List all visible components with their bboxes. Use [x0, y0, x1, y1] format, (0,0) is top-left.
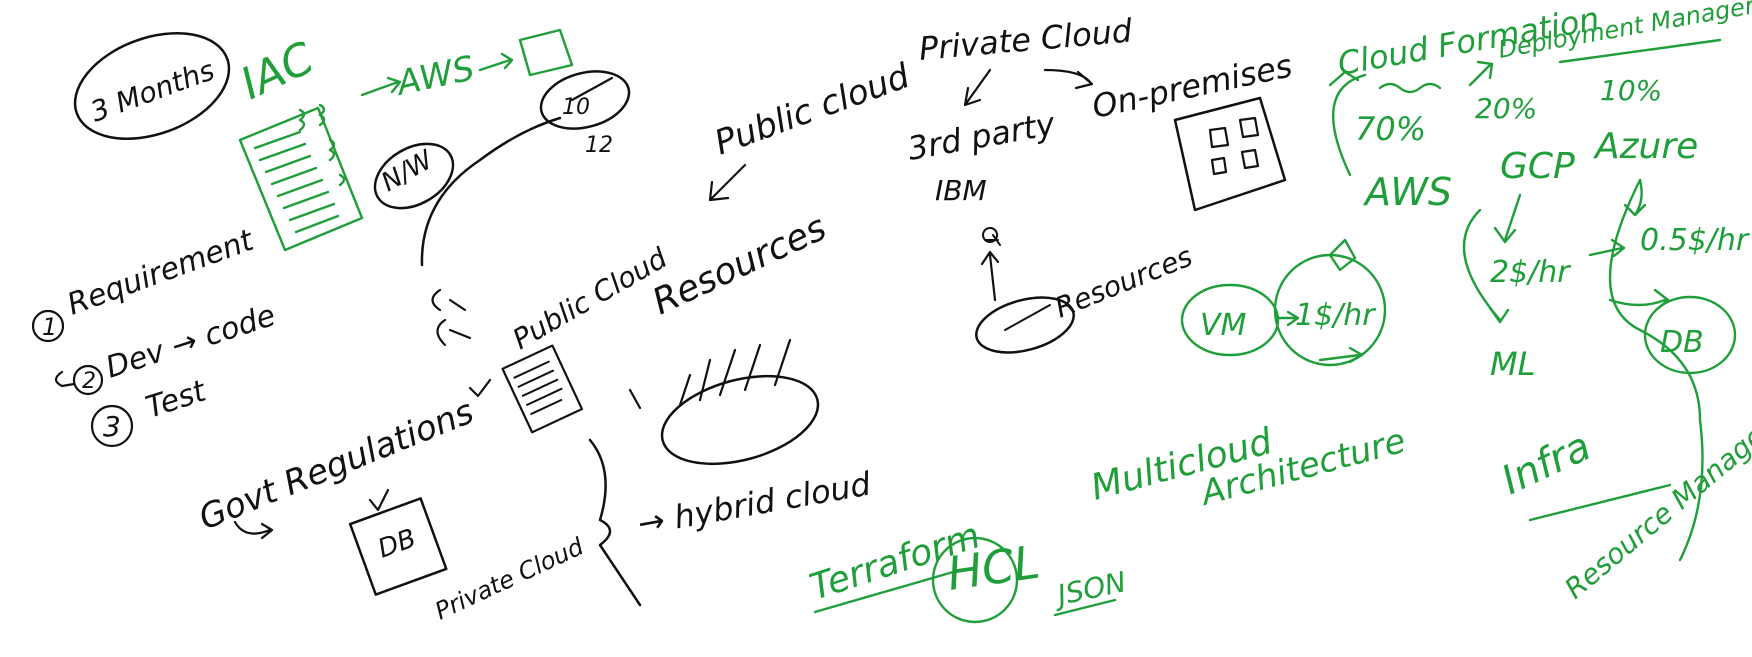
govt-arrow: [233, 520, 274, 540]
pct-10-text: 10%: [1600, 74, 1662, 107]
iac-text: IAC: [233, 32, 322, 110]
price-3-text: 0.5$/hr: [1640, 223, 1750, 258]
infra-text: Infra: [1495, 423, 1598, 504]
price-1-tag: [1328, 238, 1357, 272]
private-cloud-small-text: Private Cloud: [431, 532, 589, 625]
hybrid-cloud-text: → hybrid cloud: [635, 464, 874, 542]
ibm-text: IBM: [935, 174, 987, 207]
aws-left-text: AWS: [392, 48, 478, 104]
regulation-arrows: [431, 288, 472, 347]
third-party-text: 3rd party: [905, 104, 1059, 167]
iac-squiggles: [298, 103, 346, 187]
public-cloud-arrow: [708, 163, 747, 202]
step-1-text: Requirement: [63, 223, 259, 323]
ten-dash: [570, 76, 614, 102]
aws-box: [518, 28, 574, 77]
ml-arrow: [1462, 208, 1510, 324]
step-3-circle: [90, 404, 134, 448]
arc-curve: [420, 116, 562, 267]
hcl-text: HCL: [944, 535, 1043, 601]
person-arrow: [980, 250, 1000, 302]
network-text: N/W: [377, 144, 440, 198]
document-icon: [501, 344, 584, 434]
step-1-number: 1: [42, 313, 57, 341]
azure-text: Azure: [1593, 126, 1698, 167]
brace: [588, 438, 642, 607]
azure-arrow: [1623, 178, 1647, 217]
network-oval: [373, 142, 455, 210]
infra-underline: [1528, 483, 1672, 522]
resources2-text: Resources: [1050, 240, 1197, 325]
json-underline: [1053, 598, 1117, 617]
months-oval: [73, 31, 231, 141]
price-1-arrow-in: [1318, 346, 1364, 364]
db-box: [348, 497, 448, 596]
step-3-text: Test: [142, 373, 212, 425]
db-green-text: DB: [1660, 325, 1704, 360]
hcl-circle: [931, 536, 1019, 624]
ten-oval: [539, 70, 631, 130]
step-3-number: 3: [103, 410, 121, 443]
price-2-text: 2$/hr: [1490, 255, 1571, 290]
cf-arrow: [1328, 70, 1367, 177]
vm-text: VM: [1200, 308, 1247, 343]
dm-arrow: [1468, 60, 1494, 87]
private-cloud-text: Private Cloud: [917, 11, 1134, 68]
public-cloud-small-text: Public Cloud: [507, 241, 673, 356]
azure-db-curve: [1608, 178, 1704, 562]
iac-doc-lines: [253, 130, 340, 234]
step-2-number: 2: [82, 369, 96, 394]
private-left-arrow: [963, 68, 992, 107]
step-1-circle: [31, 309, 65, 343]
step-2-hook: [54, 370, 76, 388]
resources2-line: [1004, 304, 1051, 331]
cf-squiggle: [1378, 82, 1442, 94]
twelve-text: 12: [585, 133, 613, 158]
gcp-text: GCP: [1500, 146, 1575, 187]
db-text: DB: [374, 523, 420, 564]
gcp-arrow: [1493, 193, 1522, 244]
months-text: 3 Months: [86, 53, 219, 128]
aws-text: AWS: [1362, 170, 1452, 214]
private-right-arrow: [1043, 68, 1094, 90]
vm-arrow: [1276, 310, 1300, 327]
building-icon: [1173, 96, 1287, 212]
pct-70-text: 70%: [1355, 110, 1426, 148]
step-2-text: Dev → code: [102, 298, 280, 386]
resources-oval: [660, 374, 820, 466]
checkmark: [468, 378, 492, 398]
govt-regulations-text: Govt Regulations: [193, 392, 479, 539]
resources2-oval: [975, 296, 1075, 354]
price-1-text: 1$/hr: [1295, 298, 1376, 333]
ten-text: 10: [562, 95, 590, 120]
db-green-oval: [1643, 295, 1737, 375]
resources-arrows: [628, 338, 792, 410]
iac-to-aws-arrow: [360, 76, 402, 97]
db-check: [368, 488, 390, 512]
resources-text: Resources: [646, 207, 832, 323]
aws-to-box-arrow: [478, 52, 514, 72]
vm-oval: [1180, 283, 1280, 357]
price-flow: [1588, 238, 1626, 258]
ml-text: ML: [1490, 345, 1535, 383]
terraform-underline: [813, 568, 962, 614]
dm-underline: [1558, 38, 1722, 64]
resource-manager-text: Resource Manager: [1558, 411, 1752, 606]
pct-20-text: 20%: [1475, 92, 1537, 125]
person-icon: [982, 227, 1001, 246]
step-2-circle: [72, 364, 104, 396]
public-cloud-text: Public cloud: [709, 56, 915, 164]
iac-document: [238, 106, 364, 252]
